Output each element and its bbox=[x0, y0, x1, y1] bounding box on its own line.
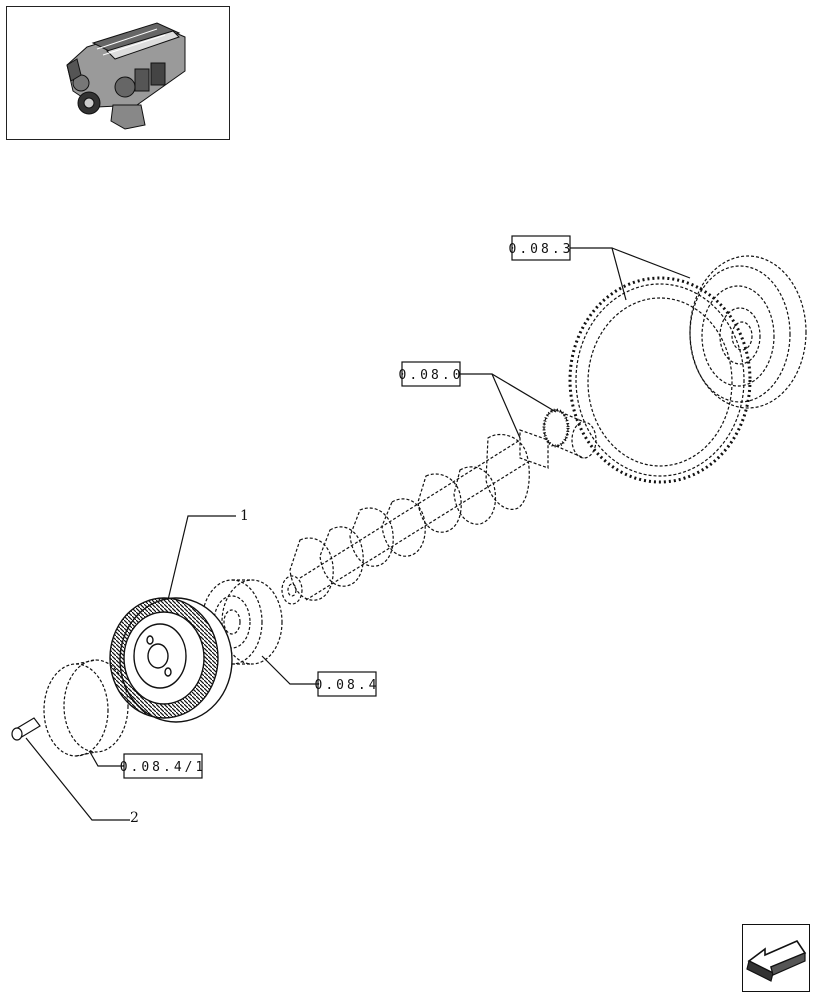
ref-label: 0.08.3 bbox=[509, 242, 574, 257]
engine-thumbnail bbox=[6, 6, 230, 140]
next-page-button[interactable] bbox=[742, 924, 810, 992]
auxiliary-pulley bbox=[43, 659, 129, 757]
next-page-arrow-icon bbox=[746, 939, 807, 982]
ring-gear bbox=[568, 276, 752, 484]
ref-box-0-08-4[interactable]: 0.08.4 bbox=[315, 671, 380, 697]
callout-2: 2 bbox=[130, 810, 139, 826]
bolt bbox=[11, 717, 41, 741]
ref-box-0-08-4-1[interactable]: 0.08.4/1 bbox=[120, 753, 207, 779]
ref-box-0-08-3[interactable]: 0.08.3 bbox=[509, 235, 574, 261]
engine-assembly-icon bbox=[66, 22, 186, 130]
ref-label: 0.08.4 bbox=[315, 678, 380, 693]
ref-box-0-08-0[interactable]: 0.08.0 bbox=[399, 361, 464, 387]
flywheel bbox=[689, 255, 807, 409]
ref-label: 0.08.4/1 bbox=[120, 760, 207, 775]
leader-lines bbox=[25, 247, 691, 821]
vibration-damper bbox=[109, 597, 233, 723]
crankshaft bbox=[281, 429, 549, 605]
callout-1: 1 bbox=[240, 508, 249, 524]
ref-label: 0.08.0 bbox=[399, 368, 464, 383]
crankshaft-gear bbox=[542, 408, 597, 459]
